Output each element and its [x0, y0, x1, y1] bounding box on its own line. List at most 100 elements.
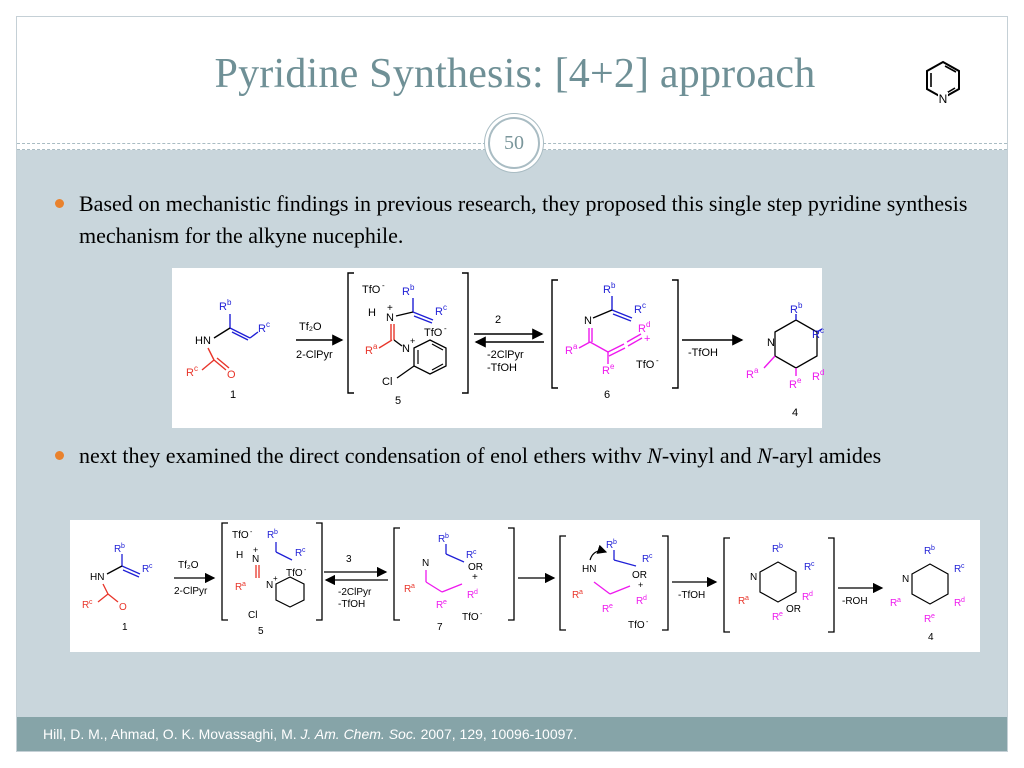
- svg-text:OR: OR: [468, 562, 483, 573]
- svg-text:N: N: [902, 574, 909, 585]
- svg-text:N: N: [252, 554, 259, 565]
- svg-text:a: a: [754, 366, 759, 375]
- reagent-tf2o: Tf₂O: [299, 321, 322, 333]
- svg-text:c: c: [443, 303, 447, 312]
- svg-text:e: e: [797, 376, 802, 385]
- svg-text:b: b: [274, 529, 278, 536]
- svg-text:R: R: [954, 564, 961, 575]
- svg-text:R: R: [82, 600, 89, 611]
- eq2-label-bottom-1: -2ClPyr: [338, 587, 372, 598]
- bullet-dot: [55, 451, 64, 460]
- svg-text:+: +: [472, 572, 478, 583]
- svg-text:+: +: [273, 574, 278, 583]
- svg-text:+: +: [387, 303, 393, 314]
- svg-text:R: R: [602, 604, 609, 615]
- svg-text:O: O: [227, 369, 236, 381]
- svg-text:OR: OR: [632, 570, 647, 581]
- svg-text:R: R: [603, 284, 611, 296]
- svg-text:d: d: [809, 591, 813, 598]
- svg-text:TfO: TfO: [636, 359, 655, 371]
- svg-text:R: R: [565, 345, 573, 357]
- page-number-text: 50: [504, 131, 524, 154]
- svg-text:H: H: [368, 307, 376, 319]
- svg-text:N: N: [266, 580, 273, 591]
- svg-text:R: R: [114, 544, 121, 555]
- svg-text:TfO: TfO: [286, 568, 303, 579]
- svg-text:c: c: [961, 563, 965, 570]
- svg-text:R: R: [746, 369, 754, 381]
- svg-text:c: c: [649, 553, 653, 560]
- reagent2-tf2o: Tf₂O: [178, 560, 199, 571]
- svg-text:R: R: [642, 554, 649, 565]
- svg-text:7: 7: [437, 622, 443, 633]
- svg-text:e: e: [779, 611, 783, 618]
- svg-text:R: R: [812, 329, 820, 341]
- svg-text:R: R: [634, 304, 642, 316]
- svg-text:+: +: [638, 580, 643, 590]
- svg-text:R: R: [466, 550, 473, 561]
- svg-text:N: N: [584, 315, 592, 327]
- bullet-1-text: Based on mechanistic findings in previou…: [79, 191, 968, 248]
- svg-text:d: d: [820, 368, 824, 377]
- pyridine-icon: N: [926, 60, 960, 106]
- svg-text:R: R: [638, 323, 646, 335]
- svg-text:b: b: [227, 298, 232, 307]
- svg-text:b: b: [798, 301, 803, 310]
- svg-text:b: b: [121, 543, 125, 550]
- svg-text:R: R: [812, 371, 820, 383]
- svg-text:R: R: [404, 584, 411, 595]
- bullet-2-text: next they examined the direct condensati…: [79, 440, 985, 472]
- svg-text:R: R: [602, 365, 610, 377]
- svg-text:R: R: [772, 612, 779, 623]
- svg-text:R: R: [258, 323, 266, 335]
- svg-text:e: e: [610, 362, 615, 371]
- svg-text:R: R: [789, 379, 797, 391]
- svg-text:a: a: [745, 595, 749, 602]
- svg-text:b: b: [611, 281, 616, 290]
- svg-text:e: e: [931, 613, 935, 620]
- bullet-2-italic-b: N: [757, 443, 772, 468]
- svg-text:b: b: [445, 533, 449, 540]
- svg-text:b: b: [613, 539, 617, 546]
- svg-text:c: c: [194, 364, 198, 373]
- svg-text:H: H: [236, 550, 243, 561]
- svg-text:R: R: [142, 564, 149, 575]
- svg-text:R: R: [790, 304, 798, 316]
- svg-text:R: R: [219, 301, 227, 313]
- svg-text:4: 4: [792, 407, 798, 419]
- svg-text:TfO: TfO: [232, 530, 249, 541]
- eq-label-top: 2: [495, 314, 501, 326]
- svg-text:d: d: [474, 589, 478, 596]
- eq2-label-top: 3: [346, 554, 352, 565]
- svg-text:-: -: [656, 356, 659, 365]
- svg-text:+: +: [410, 336, 415, 346]
- svg-text:-: -: [646, 619, 649, 626]
- svg-text:R: R: [802, 592, 809, 603]
- page-number: 50: [488, 117, 540, 169]
- svg-text:e: e: [443, 599, 447, 606]
- svg-text:N: N: [402, 343, 410, 355]
- svg-text:R: R: [636, 596, 643, 607]
- svg-text:+: +: [253, 545, 258, 555]
- svg-text:c: c: [811, 561, 815, 568]
- svg-text:TfO: TfO: [362, 284, 381, 296]
- svg-text:5: 5: [395, 395, 401, 407]
- svg-text:e: e: [609, 603, 613, 610]
- svg-text:a: a: [242, 581, 246, 588]
- svg-text:d: d: [643, 595, 647, 602]
- svg-text:TfO: TfO: [462, 612, 479, 623]
- citation-journal: J. Am. Chem. Soc.: [300, 726, 417, 742]
- eq-label-bottom-2: -TfOH: [487, 362, 517, 374]
- step2-reagent-2: -ROH: [842, 596, 868, 607]
- svg-text:d: d: [646, 320, 650, 329]
- svg-text:N: N: [386, 312, 394, 324]
